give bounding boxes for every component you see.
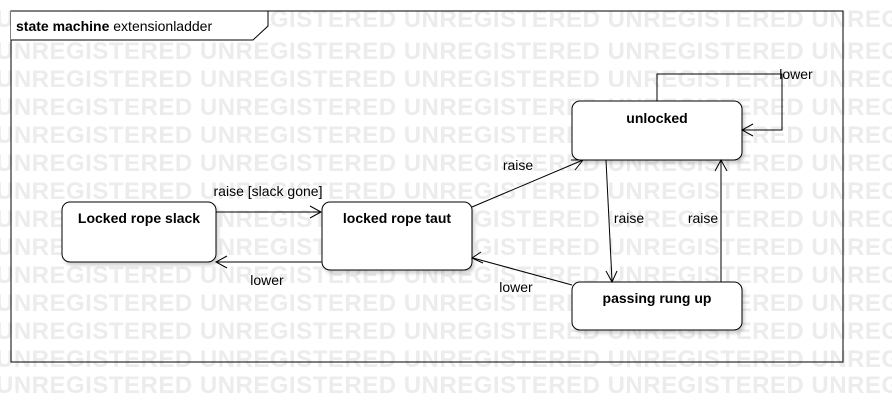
transition-label: raise bbox=[614, 210, 645, 226]
state-label: passing rung up bbox=[603, 290, 712, 306]
state-label: unlocked bbox=[626, 110, 687, 126]
arrowhead-icon bbox=[571, 159, 585, 171]
state-locked-rope-slack[interactable]: Locked rope slack bbox=[61, 201, 217, 263]
transition-label: lower bbox=[250, 272, 284, 288]
transition-label: raise [slack gone] bbox=[214, 183, 323, 199]
arrowhead-icon bbox=[740, 123, 754, 137]
state-label: locked rope taut bbox=[343, 210, 451, 226]
frame-border bbox=[10, 10, 844, 363]
arrowhead-icon bbox=[470, 251, 484, 264]
frame-header: state machine extensionladder bbox=[16, 18, 212, 34]
transition-passing-to-taut[interactable]: lower bbox=[470, 251, 573, 295]
transition-taut-to-unlocked[interactable]: raise bbox=[471, 157, 585, 208]
transition-label: lower bbox=[779, 66, 813, 82]
transition-slack-to-taut[interactable]: raise [slack gone] bbox=[214, 183, 323, 219]
transition-passing-to-unlocked[interactable]: raise bbox=[688, 158, 728, 282]
state-box bbox=[571, 281, 743, 331]
transition-label: lower bbox=[499, 279, 533, 295]
transition-unlocked-to-passing[interactable]: raise bbox=[605, 159, 645, 284]
arrowhead-icon bbox=[214, 255, 228, 269]
frame-header-tab bbox=[11, 10, 269, 41]
arrowhead-icon bbox=[309, 205, 323, 219]
state-box bbox=[61, 201, 217, 263]
transition-label: raise bbox=[688, 210, 719, 226]
state-locked-rope-taut[interactable]: locked rope taut bbox=[321, 201, 473, 271]
arrowhead-icon bbox=[714, 158, 728, 172]
state-unlocked[interactable]: unlocked bbox=[571, 100, 743, 161]
transition-label: raise bbox=[503, 157, 534, 173]
arrowhead-icon bbox=[605, 270, 618, 284]
state-label: Locked rope slack bbox=[78, 210, 200, 226]
frame-name: extensionladder bbox=[113, 18, 212, 34]
transition-unlocked-self-loop[interactable]: lower bbox=[656, 66, 813, 137]
state-passing-rung-up[interactable]: passing rung up bbox=[571, 281, 743, 331]
state-box bbox=[321, 201, 473, 271]
transition-taut-to-slack[interactable]: lower bbox=[214, 255, 322, 288]
frame-keyword: state machine bbox=[16, 18, 110, 34]
